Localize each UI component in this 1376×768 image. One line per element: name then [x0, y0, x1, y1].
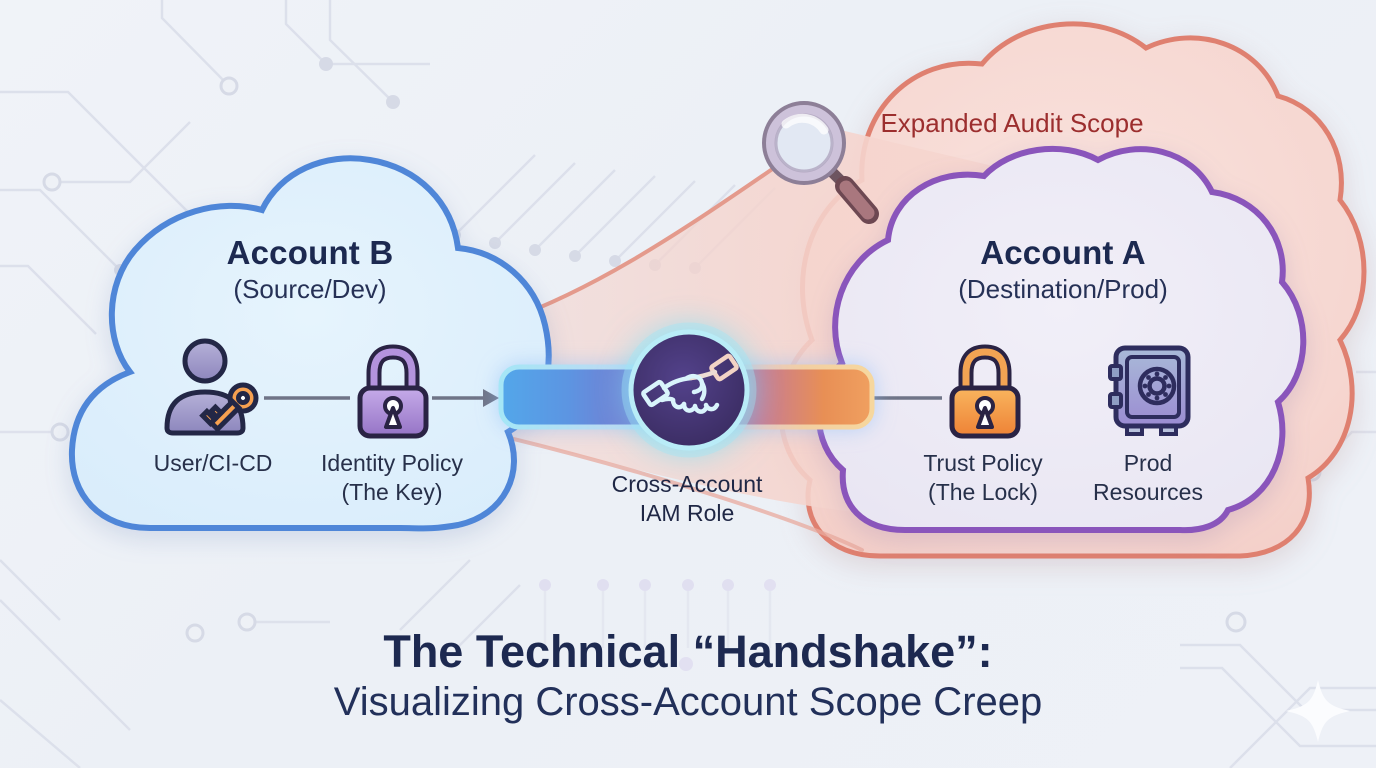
account-b-subtitle: (Source/Dev): [233, 274, 387, 304]
sparkle-icon: [1286, 680, 1350, 742]
bridge-label-line1: Cross-Account: [611, 471, 763, 497]
identity-policy-label: Identity Policy: [321, 450, 463, 476]
accent-dots: [539, 579, 776, 671]
identity-policy-sublabel: (The Key): [341, 479, 443, 505]
account-a-subtitle: (Destination/Prod): [958, 274, 1168, 304]
trust-policy-sublabel: (The Lock): [928, 479, 1038, 505]
magnifier-icon: [762, 101, 879, 224]
account-b-cloud: [68, 155, 552, 532]
handshake-medallion: [621, 322, 757, 458]
handshake-icon: [641, 353, 739, 414]
connector-lines: [264, 389, 942, 407]
user-cicd-label: User/CI-CD: [153, 450, 273, 476]
vault-icon: [1103, 338, 1198, 440]
main-title-line2: Visualizing Cross-Account Scope Creep: [333, 680, 1043, 724]
identity-policy-padlock-icon: [352, 340, 434, 442]
prod-resources-sublabel: Resources: [1093, 479, 1203, 505]
arrowhead-icon: [483, 389, 499, 407]
prod-resources-label: Prod: [1123, 450, 1173, 476]
trust-policy-label: Trust Policy: [923, 450, 1043, 476]
account-a-title: Account A: [980, 234, 1146, 271]
trust-policy-padlock-icon: [944, 340, 1026, 442]
account-b-title: Account B: [226, 234, 394, 271]
user-key-icon: [155, 336, 270, 438]
expanded-audit-scope-label: Expanded Audit Scope: [880, 108, 1144, 138]
main-title-line1: The Technical “Handshake”:: [383, 626, 993, 677]
bridge-label-line2: IAM Role: [639, 500, 735, 526]
